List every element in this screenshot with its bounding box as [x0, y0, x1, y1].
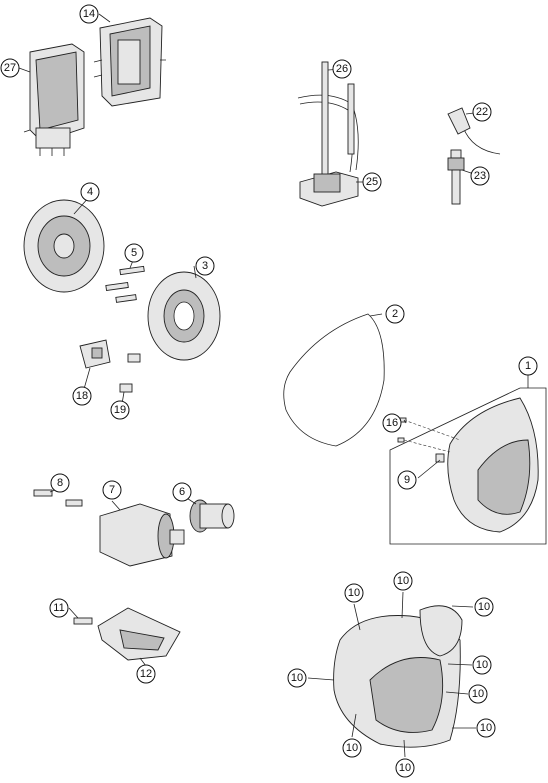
ecu-unit-14 [93, 17, 166, 107]
svg-text:9: 9 [404, 474, 410, 486]
svg-text:10: 10 [472, 688, 484, 700]
svg-text:26: 26 [336, 63, 348, 75]
spark-plug-cap-22 [447, 107, 501, 155]
svg-text:2: 2 [392, 308, 398, 320]
outer-cover-10 [333, 605, 463, 748]
svg-text:6: 6 [179, 486, 185, 498]
svg-text:8: 8 [57, 477, 63, 489]
callout-26: 26 [332, 59, 352, 79]
svg-text:1: 1 [525, 360, 531, 372]
gasket-2 [283, 313, 385, 447]
callout-11: 11 [49, 598, 69, 618]
svg-text:7: 7 [109, 484, 115, 496]
callout-2: 2 [385, 304, 405, 324]
svg-text:4: 4 [87, 186, 93, 198]
callout-7: 7 [102, 480, 122, 500]
callout-8: 8 [50, 473, 70, 493]
callout-4: 4 [80, 182, 100, 202]
callout-10-d: 10 [472, 655, 492, 675]
starter-gear-6 [189, 499, 235, 533]
callout-10-h: 10 [342, 738, 362, 758]
callout-10-g: 10 [287, 668, 307, 688]
svg-text:10: 10 [291, 672, 303, 684]
callout-27: 27 [0, 58, 20, 78]
svg-text:3: 3 [202, 260, 208, 272]
ignition-cover-assembly-1 [389, 387, 547, 545]
svg-text:10: 10 [476, 659, 488, 671]
svg-text:10: 10 [346, 742, 358, 754]
callout-25: 25 [362, 172, 382, 192]
screws-5 [105, 265, 145, 303]
callout-3: 3 [195, 256, 215, 276]
callout-10-f: 10 [476, 718, 496, 738]
svg-text:19: 19 [114, 404, 126, 416]
svg-text:10: 10 [348, 587, 360, 599]
callout-10-i: 10 [395, 758, 415, 778]
callout-6: 6 [172, 482, 192, 502]
svg-text:22: 22 [476, 106, 488, 118]
svg-text:16: 16 [386, 417, 398, 429]
svg-text:25: 25 [366, 176, 378, 188]
svg-text:10: 10 [399, 762, 411, 774]
bolt-11 [73, 617, 93, 625]
stator-3 [147, 271, 221, 361]
callout-10-e: 10 [468, 684, 488, 704]
svg-text:18: 18 [76, 390, 88, 402]
callout-10-a: 10 [344, 583, 364, 603]
callout-16: 16 [382, 413, 402, 433]
svg-text:23: 23 [474, 170, 486, 182]
svg-text:10: 10 [397, 575, 409, 587]
callout-14: 14 [79, 4, 99, 24]
ignition-coil-25 [297, 61, 359, 207]
spark-plug-23 [447, 149, 465, 205]
pulse-sensor-18 [79, 339, 111, 369]
callout-10-c: 10 [474, 597, 494, 617]
svg-text:27: 27 [4, 62, 16, 74]
svg-text:14: 14 [83, 8, 95, 20]
callout-23: 23 [470, 166, 490, 186]
flywheel-4 [23, 199, 105, 293]
svg-text:10: 10 [478, 601, 490, 613]
callout-22: 22 [472, 102, 492, 122]
callout-19: 19 [110, 400, 130, 420]
svg-text:11: 11 [53, 602, 64, 614]
callout-9: 9 [397, 470, 417, 490]
callout-1: 1 [518, 356, 538, 376]
svg-text:5: 5 [131, 247, 137, 259]
bracket-12 [97, 607, 181, 661]
callout-18: 18 [72, 386, 92, 406]
svg-text:10: 10 [480, 722, 492, 734]
ecu-unit-27 [23, 43, 85, 156]
screws-19 [119, 353, 141, 393]
callout-12: 12 [136, 664, 156, 684]
callout-5: 5 [124, 243, 144, 263]
svg-text:12: 12 [140, 668, 152, 680]
bolts-8 [33, 489, 83, 507]
starter-motor-7 [99, 503, 185, 567]
callout-10-b: 10 [393, 571, 413, 591]
